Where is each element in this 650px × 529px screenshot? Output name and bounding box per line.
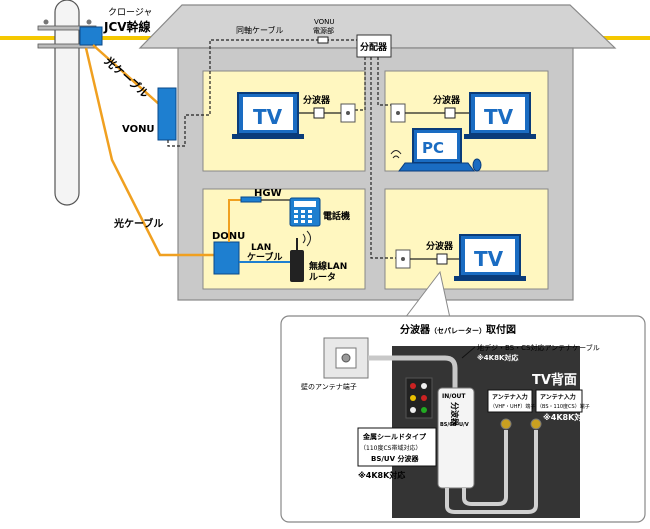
tv-back-label: TV背面 <box>532 372 577 388</box>
vonu-device <box>157 87 177 141</box>
av-port-icon <box>410 383 416 389</box>
tv-label: TV <box>484 105 514 129</box>
pole-crossarm-bottom <box>37 43 97 49</box>
cable-to-vhf-input <box>462 430 508 506</box>
splitter-4k-label: ※4K8K対応 <box>358 470 405 480</box>
separator-box <box>436 253 448 265</box>
splitter-box-label: 分配器 <box>360 41 388 53</box>
wireless-router-icon <box>290 230 311 282</box>
antenna-cable-label: 地デジ・BS・CS対応アンテナケーブル <box>477 343 600 352</box>
lan-cable-label-line1: LAN <box>251 243 271 253</box>
vonu-power-unit <box>317 36 329 44</box>
coax-cable-vonu-to-splitter <box>167 39 357 147</box>
wall-outlet-label: 壁のアンテナ端子 <box>301 382 357 391</box>
house-roof <box>138 4 617 49</box>
tv-icon: TV <box>464 92 536 139</box>
vonu-power-label-line1: VONU <box>314 18 335 26</box>
utility-pole <box>54 0 80 206</box>
bs-input-label-box <box>535 389 583 413</box>
separator-label: 分波器 <box>426 240 454 252</box>
pc-label: PC <box>422 139 444 157</box>
vhf-input-label-box <box>487 389 533 413</box>
fiber-cable-label: 光ケーブル <box>113 217 163 230</box>
bs-input-port-icon <box>530 418 542 430</box>
bs-input-label-line2: （BS・110度CS）端子 <box>537 403 590 410</box>
coax-cable-label: 同軸ケーブル <box>236 25 284 35</box>
separator-box <box>313 107 325 119</box>
inset-title: 分波器（セパレーター）取付図 <box>400 323 516 336</box>
separator-device <box>437 387 475 489</box>
jcv-trunk-label: JCV幹線 <box>103 19 151 34</box>
splitter-box <box>356 34 392 58</box>
splitter-description-line1: 金属シールドタイプ <box>362 432 427 441</box>
tv-icon: TV <box>454 234 526 281</box>
av-ports <box>405 377 433 419</box>
outlet-jack-icon <box>346 111 350 115</box>
antenna-cable <box>368 355 458 388</box>
av-port-icon <box>410 407 416 413</box>
wireless-router-label-line2: ルータ <box>309 271 336 283</box>
splitter-description-box <box>357 427 437 467</box>
antenna-cable-4k-label: ※4K8K対応 <box>477 353 518 362</box>
callout-line <box>461 346 476 359</box>
lan-cable-label-line2: ケーブル <box>247 251 282 263</box>
splitter-description-line3: BS/UV 分波器 <box>371 454 419 463</box>
wifi-signal-icon <box>390 150 402 155</box>
donu-device <box>213 241 240 275</box>
wall-antenna-outlet <box>323 337 369 379</box>
port-bscs-label: BS/CS <box>440 422 457 428</box>
tv-label: TV <box>253 105 283 129</box>
separator-label: 分波器 <box>433 94 461 106</box>
fiber-cable-to-vonu <box>92 44 161 106</box>
fiber-cable-diagonal-label: 光ケーブル <box>101 53 151 100</box>
insulator-icon <box>43 19 49 25</box>
cable-donu-to-hgw <box>228 199 241 242</box>
cable-to-bs-input <box>445 430 538 514</box>
coax-to-room3 <box>370 57 396 259</box>
vhf-input-port-icon <box>500 418 512 430</box>
input-4k-label: ※4K8K対応 <box>543 412 590 422</box>
fiber-cable-to-donu <box>84 47 214 257</box>
coax-to-room1 <box>349 57 366 111</box>
av-port-icon <box>421 395 427 401</box>
vonu-label: VONU <box>122 124 155 135</box>
pc-icon: PC <box>398 128 482 172</box>
phone-label: 電話機 <box>323 210 350 222</box>
av-port-icon <box>421 407 427 413</box>
hgw-label: HGW <box>254 188 282 199</box>
separator-box <box>444 107 456 119</box>
wireless-router-label-line1: 無線LAN <box>309 260 347 272</box>
closure-box <box>79 26 103 46</box>
bs-input-label-line1: アンテナ入力 <box>540 393 576 401</box>
vonu-power-label-line2: 電源部 <box>313 26 334 35</box>
telephone-icon <box>289 197 321 227</box>
wifi-signal-icon <box>392 155 400 159</box>
tv-icon: TV <box>232 92 304 139</box>
separator-label: 分波器 <box>303 94 331 106</box>
tv-label: TV <box>474 247 504 271</box>
splitter-description-line2: （110度CS帯域対応） <box>360 444 421 452</box>
vhf-input-label-line2: （VHF・UHF）端子 <box>490 403 535 410</box>
port-uv-label: U/V <box>459 422 469 428</box>
av-port-icon <box>421 383 427 389</box>
port-inout-label: IN/OUT <box>442 393 466 400</box>
outlet-jack-icon <box>401 257 405 261</box>
separator-device-label: 分波器 <box>450 402 460 427</box>
vhf-input-label-line1: アンテナ入力 <box>492 393 528 401</box>
av-port-icon <box>410 395 416 401</box>
outlet-jack-icon <box>396 111 400 115</box>
insulator-icon <box>86 19 92 25</box>
closure-label: クロージャ <box>108 7 152 18</box>
